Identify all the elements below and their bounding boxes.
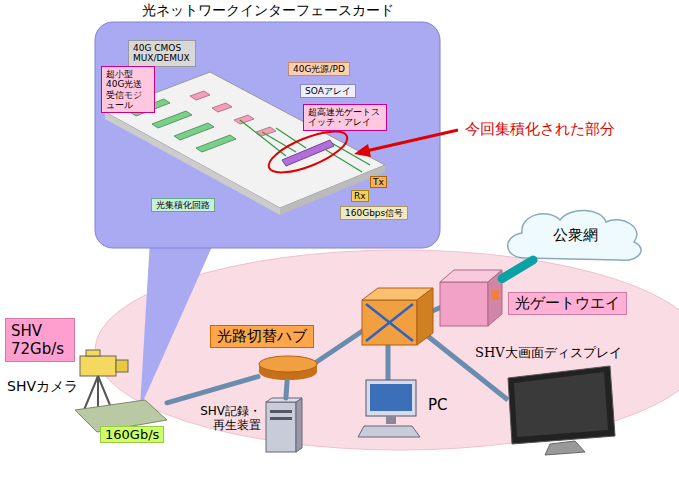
gateway-port — [492, 290, 499, 300]
signal-name: Rx — [351, 190, 369, 202]
node-label: 公衆網 — [553, 226, 598, 245]
network-link — [386, 345, 391, 380]
part-label: 超小型40G光送受信モジュール — [101, 66, 155, 113]
node-label: 光ネットワークインターフェースカード — [95, 2, 440, 20]
cloud-shape — [508, 210, 641, 260]
recorder-slot — [270, 410, 292, 413]
pc-node: PC — [358, 378, 422, 440]
node-label: SHV 72Gb/s — [11, 322, 69, 358]
callout-bubble: 光ネットワークインターフェースカード40G CMOS MUX/DEMUX超小型4… — [95, 22, 440, 248]
node-label: SOAアレイ — [305, 86, 351, 96]
mux-module — [152, 111, 192, 128]
pointer-arrow — [366, 130, 458, 151]
network-link — [167, 377, 258, 403]
camera-viewfinder — [86, 350, 100, 356]
switch-cross — [366, 304, 413, 341]
recorder-front — [266, 402, 296, 452]
signal-name: Tx — [370, 176, 387, 188]
gateway-front — [440, 282, 488, 326]
network-link — [502, 260, 533, 279]
recorder-side — [296, 398, 302, 452]
gateway-node: 光ゲートウエイ — [440, 268, 502, 326]
waveguide — [240, 120, 286, 156]
recorder-node: SHV記録・再生装置 — [265, 398, 303, 452]
callout-tail — [140, 240, 215, 408]
display-node: SHV大画面ディスプレイ — [505, 364, 617, 456]
camera-lens — [116, 360, 128, 372]
card-edge — [105, 112, 280, 215]
pc-stand — [386, 416, 396, 424]
callout-note: 今回集積化された部分 — [465, 120, 615, 139]
transceiver-module — [212, 103, 232, 112]
camera-body — [80, 356, 116, 376]
node-label: 超高速光ゲートスイッチ・アレイ — [308, 107, 382, 128]
part-label: 超高速光ゲートスイッチ・アレイ — [303, 104, 387, 131]
part-label: 40G CMOS MUX/DEMUX — [128, 40, 196, 67]
node-label: 40G光源/PD — [293, 64, 345, 74]
spec-box: SHV 72Gb/s — [5, 318, 75, 362]
node-label: 光集積化回路 — [156, 200, 210, 210]
cloud-node: 公衆網 — [505, 210, 645, 260]
recorder-slot — [270, 417, 292, 420]
gate-switch-array — [282, 140, 334, 166]
node-label: SHV記録・再生装置 — [193, 404, 261, 433]
switch-cross — [366, 304, 413, 341]
part-label: 40G光源/PD — [288, 62, 350, 76]
node-label: 光路切替ハブ — [210, 325, 314, 348]
network-link — [286, 381, 287, 398]
arrow-head — [354, 144, 371, 157]
signal-label: 160Gbps信号 — [340, 206, 408, 220]
pc-keyboard — [358, 426, 420, 437]
display-stand — [545, 441, 585, 455]
switch-side — [417, 288, 433, 345]
network-link — [420, 330, 508, 400]
waveguide — [262, 132, 296, 152]
part-label: 光集積化回路 — [151, 198, 215, 212]
node-label: SHV大画面ディスプレイ — [475, 344, 622, 362]
mux-module — [174, 123, 214, 140]
mux-module — [196, 135, 236, 152]
camera-node: SHVカメラ160Gb/s — [75, 400, 167, 432]
network-link — [312, 330, 364, 365]
pc-monitor — [366, 380, 416, 416]
node-label: 光ゲートウエイ — [508, 292, 627, 315]
hub-node: 光路切替ハブ — [258, 355, 318, 381]
part-label: SOAアレイ — [300, 84, 356, 98]
callout-bubble — [95, 22, 440, 248]
highlight-ellipse — [264, 123, 352, 180]
switch-front — [362, 300, 417, 345]
display-screen — [514, 372, 608, 437]
tripod-leg — [84, 376, 98, 410]
node-label: 160Gbps信号 — [345, 208, 403, 218]
node-label: 超小型40G光送受信モジュール — [106, 69, 150, 110]
display-frame — [508, 366, 615, 444]
pc-screen — [370, 384, 412, 411]
transceiver-module — [190, 91, 210, 100]
node-sublabel: 160Gb/s — [100, 426, 164, 443]
node-label: PC — [428, 396, 448, 414]
node-label: SHVカメラ — [7, 378, 78, 396]
node-label: 40G CMOS MUX/DEMUX — [133, 43, 191, 64]
hub-top — [259, 356, 317, 372]
